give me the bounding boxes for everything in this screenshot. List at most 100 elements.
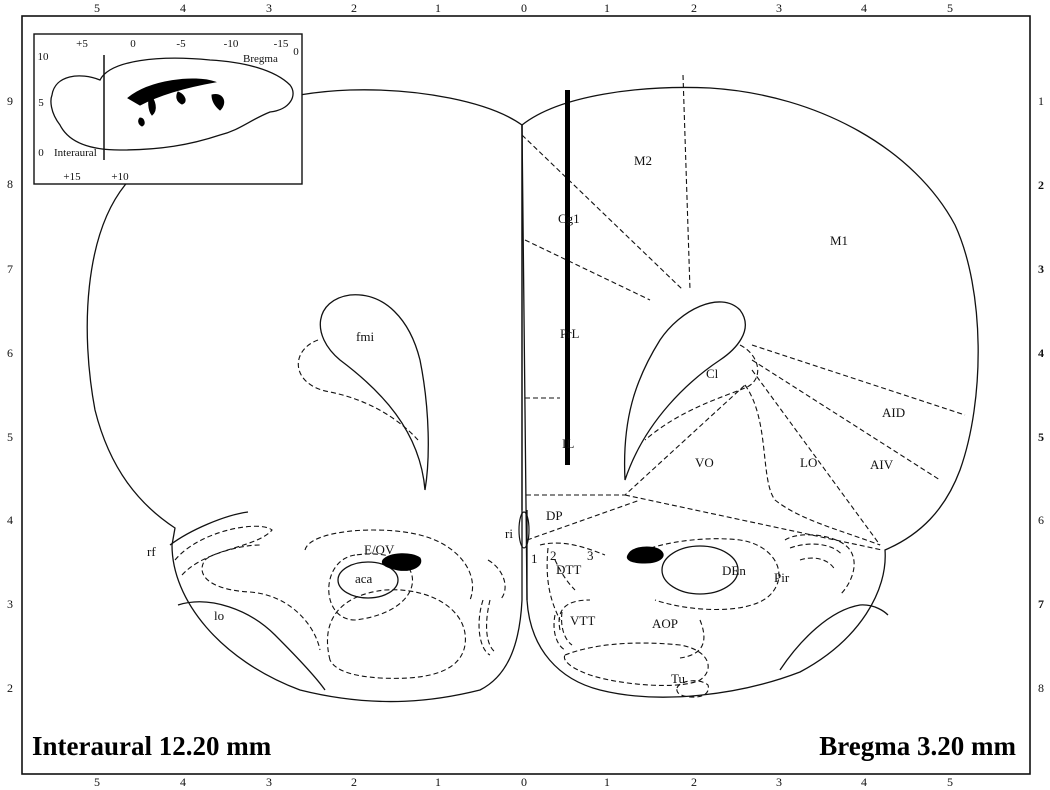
bregma-label: Bregma 3.20 mm	[819, 731, 1016, 761]
region-label-rf: rf	[147, 544, 156, 559]
right-tick: 8	[1038, 681, 1044, 695]
region-label-m2: M2	[634, 153, 652, 168]
inset-bottom-tick: +15	[63, 171, 81, 183]
left-tick: 5	[7, 430, 13, 444]
region-label-m1: M1	[830, 233, 848, 248]
fmi-right-dashed	[644, 344, 759, 441]
top-tick: 2	[691, 1, 697, 15]
inset-mark-4	[138, 117, 145, 127]
inset-top-tick: 0	[130, 38, 136, 50]
top-tick: 3	[776, 1, 782, 15]
bottom-tick: 5	[94, 775, 100, 789]
inset-left-tick: 0	[38, 147, 44, 159]
fmi-left-dashed	[297, 339, 419, 441]
fmi-left-outline	[319, 294, 429, 491]
top-tick: 5	[94, 1, 100, 15]
right-tick: 1	[1038, 94, 1044, 108]
interaural-label: Interaural 12.20 mm	[32, 731, 272, 761]
right-tick: 6	[1038, 513, 1044, 527]
region-label-dp: DP	[546, 508, 563, 523]
bottom-tick: 5	[947, 775, 953, 789]
bottom-tick: 4	[180, 775, 186, 789]
left-ventral-structures	[174, 525, 506, 679]
inset-brain-outline	[50, 57, 294, 151]
left-tick: 3	[7, 597, 13, 611]
bottom-tick: 1	[604, 775, 610, 789]
top-tick: 3	[266, 1, 272, 15]
inset-mark-2	[176, 91, 186, 105]
left-tick: 9	[7, 94, 13, 108]
top-tick: 4	[861, 1, 867, 15]
ri-ellipse	[518, 511, 530, 549]
eov-blob	[381, 553, 422, 571]
region-label-fmi: fmi	[356, 329, 374, 344]
region-label-aid: AID	[882, 405, 905, 420]
left-axis: 9 8 7 6 5 4 3 2	[7, 94, 13, 695]
inset-right-tick: 0	[293, 46, 299, 58]
top-tick: 1	[435, 1, 441, 15]
bottom-tick: 3	[776, 775, 782, 789]
top-tick: 0	[521, 1, 527, 15]
right-region-boundaries	[521, 74, 966, 551]
region-label-cl: Cl	[706, 366, 719, 381]
left-tick: 4	[7, 513, 13, 527]
top-axis: 5 4 3 2 1 0 1 2 3 4 5	[94, 1, 953, 15]
left-lo-curve	[177, 601, 326, 691]
bottom-tick: 4	[861, 775, 867, 789]
inset-top-tick: -10	[224, 38, 239, 50]
left-hemisphere-outline	[86, 89, 523, 703]
region-label-aop: AOP	[652, 616, 678, 631]
right-tick: 2	[1038, 178, 1044, 192]
top-tick: 1	[604, 1, 610, 15]
right-axis: 1 2 3 4 5 6 7 8	[1038, 94, 1044, 695]
region-label-tu: Tu	[671, 671, 685, 686]
bottom-axis: 5 4 3 2 1 0 1 2 3 4 5	[94, 775, 953, 789]
bottom-tick: 0	[521, 775, 527, 789]
region-label-aca: aca	[355, 571, 373, 586]
inset-bottom-tick: +10	[111, 171, 129, 183]
region-label-eov: E/OV	[364, 542, 395, 557]
bottom-tick: 2	[351, 775, 357, 789]
fmi-right-outline	[623, 301, 746, 481]
region-label-aiv: AIV	[870, 457, 894, 472]
region-label-1: 1	[531, 551, 538, 566]
midline	[521, 125, 528, 600]
right-tick: 5	[1038, 430, 1044, 444]
region-label-den: DEn	[722, 563, 746, 578]
region-label-cg1: Cg1	[558, 211, 580, 226]
region-labels: M2 M1 Cg1 PrL IL fmi Cl AID AIV LO VO DP…	[147, 153, 905, 686]
region-label-il: IL	[562, 436, 574, 451]
top-tick: 2	[351, 1, 357, 15]
left-tick: 6	[7, 346, 13, 360]
top-tick: 4	[180, 1, 186, 15]
right-tick: 3	[1038, 262, 1044, 276]
inset-mark-3	[211, 93, 225, 111]
region-label-pir: Pir	[774, 570, 790, 585]
aca-left-ellipse	[337, 561, 399, 599]
bottom-tick: 2	[691, 775, 697, 789]
top-tick: 5	[947, 1, 953, 15]
region-label-vtt: VTT	[570, 613, 595, 628]
region-label-dtt: DTT	[556, 562, 581, 577]
inset-frame	[33, 33, 303, 185]
left-ventral-outline	[169, 511, 249, 546]
atlas-frame	[21, 15, 1031, 775]
inset-left-tick: 5	[38, 97, 44, 109]
inset-top-tick: +5	[76, 38, 88, 50]
left-tick: 2	[7, 681, 13, 695]
right-tick: 4	[1038, 346, 1044, 360]
region-label-vo: VO	[695, 455, 714, 470]
inset-sagittal-view: +5 0 -5 -10 -15 +15 +10 10 5 0 0 Bregma …	[33, 33, 303, 185]
region-label-3: 3	[587, 548, 594, 563]
aop-blob	[626, 546, 664, 564]
den-ellipse	[661, 545, 739, 595]
left-tick: 8	[7, 177, 13, 191]
inset-left-tick: 10	[38, 51, 50, 63]
tu-outline	[676, 680, 709, 698]
right-ventral-structures	[539, 534, 855, 686]
inset-mark-1	[148, 94, 156, 116]
right-hemisphere-outline	[521, 86, 979, 698]
region-label-lo-left: lo	[214, 608, 224, 623]
region-label-2: 2	[550, 548, 557, 563]
